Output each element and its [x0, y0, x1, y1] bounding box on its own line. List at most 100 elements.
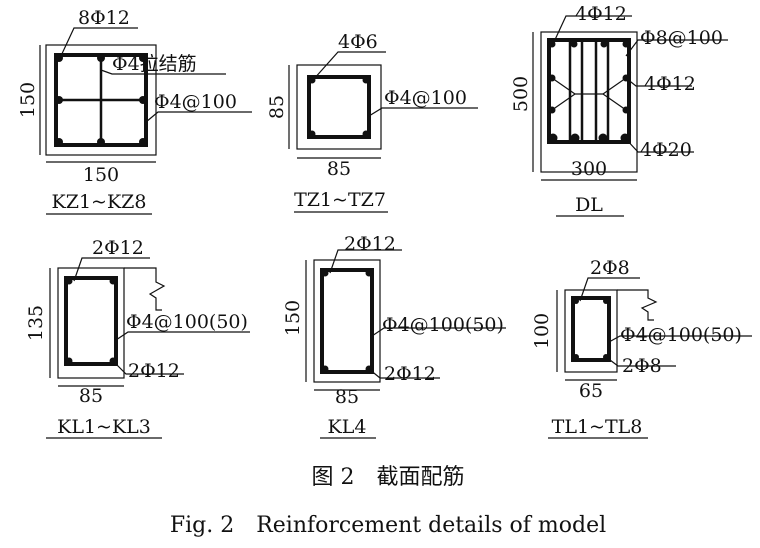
caption-cn: 图 2 截面配筋 — [312, 465, 465, 490]
tl-bottom-leader — [605, 356, 676, 367]
kl4-concrete-outline — [313, 259, 381, 383]
kl4-bar — [321, 269, 329, 277]
dl-concrete-outline — [540, 31, 638, 173]
kl4-title: KL4 — [328, 416, 367, 438]
kl4-stirrup-leader — [371, 327, 506, 337]
tl-height-dim: 100 — [531, 313, 553, 349]
dl-inner-stirrup-left — [568, 38, 584, 144]
tl-stirrup-leader — [608, 335, 752, 343]
tl-stirrup-label: Φ4@100(50) — [620, 324, 742, 346]
kl4-top-label: 2Φ12 — [344, 233, 396, 255]
tz-stirrup-label: Φ4@100 — [384, 87, 467, 109]
dl-bar-top — [570, 40, 578, 48]
kz-concrete-outline — [45, 44, 157, 156]
tl-bar — [603, 298, 609, 304]
kz-bar — [97, 138, 105, 146]
dl-bottom-label: 4Φ20 — [640, 139, 692, 161]
kl13-height-dim: 135 — [25, 305, 47, 341]
section-kl13: 135 85 2Φ12 Φ4@100(50) 2Φ12 KL1~KL3 — [25, 237, 250, 439]
kl13-bar — [65, 357, 73, 365]
tz-height-dim: 85 — [266, 95, 288, 119]
kz-height-dim: 150 — [17, 82, 39, 118]
dl-width-dim: 300 — [571, 158, 607, 180]
tl-title: TL1~TL8 — [552, 416, 643, 438]
dl-bottom-leader — [624, 137, 694, 153]
kz-stirrup-leader — [145, 111, 252, 123]
kz-bar — [55, 138, 63, 146]
tz-stirrup-leader — [368, 107, 478, 117]
dl-top-leader — [552, 15, 632, 45]
section-tz: 85 85 4Φ6 Φ4@100 TZ1~TZ7 — [266, 31, 478, 213]
dl-middle-label: 4Φ12 — [644, 73, 696, 95]
tl-bottom-label: 2Φ8 — [622, 355, 662, 377]
dl-height-dim: 500 — [510, 76, 532, 112]
kz-bar — [97, 54, 105, 62]
kl13-bottom-label: 2Φ12 — [128, 360, 180, 382]
kz-width-dim: 150 — [83, 164, 119, 186]
dl-bar-top — [600, 40, 608, 48]
tl-top-label: 2Φ8 — [590, 257, 630, 279]
dl-top-label: 4Φ12 — [575, 3, 627, 25]
tz-concrete-outline — [296, 64, 382, 150]
kl4-bottom-label: 2Φ12 — [384, 363, 436, 385]
kz-tie-leader — [100, 69, 226, 75]
tl-bar — [573, 354, 579, 360]
dl-bar-bottom — [548, 133, 558, 143]
tl-width-dim: 65 — [579, 380, 603, 402]
kz-bar — [139, 138, 147, 146]
kl13-stirrup-label: Φ4@100(50) — [126, 311, 248, 333]
kz-stirrup-label: Φ4@100 — [154, 91, 237, 113]
kl13-top-label: 2Φ12 — [92, 237, 144, 259]
kz-tie-label: Φ4拉结筋 — [112, 53, 197, 75]
kl4-height-dim: 150 — [282, 300, 304, 336]
kl13-concrete-outline — [57, 267, 125, 379]
section-kz: 150 150 8Φ12 Φ4拉结筋 Φ4@100 KZ1~KZ8 — [17, 7, 252, 215]
kz-top-label: 8Φ12 — [78, 7, 130, 29]
kl13-stirrup-leader — [115, 331, 250, 341]
section-dl: 500 300 4Φ12 Φ8@100 4Φ12 4Φ20 DL — [510, 3, 728, 217]
tz-title: TZ1~TZ7 — [294, 189, 386, 211]
kz-bar — [139, 96, 147, 104]
dl-title: DL — [575, 194, 603, 216]
kl13-bottom-leader — [112, 360, 184, 375]
kz-bar — [55, 96, 63, 104]
kl13-width-dim: 85 — [79, 385, 103, 407]
kl4-top-leader — [329, 249, 402, 274]
tz-bar — [308, 76, 316, 84]
tz-width-dim: 85 — [327, 158, 351, 180]
kl13-top-leader — [73, 257, 150, 282]
kl13-title: KL1~KL3 — [57, 416, 151, 438]
kl13-slab-break — [124, 267, 166, 311]
kl13-bar — [109, 277, 117, 285]
dl-bar-bottom — [570, 133, 580, 143]
tz-bar — [308, 130, 316, 138]
kz-title: KZ1~KZ8 — [52, 191, 147, 213]
kl4-bar — [321, 365, 329, 373]
tz-stirrup — [307, 75, 371, 139]
caption-en: Fig. 2 Reinforcement details of model — [170, 513, 606, 538]
dl-outer-stirrup — [547, 38, 631, 144]
tz-top-label: 4Φ6 — [338, 31, 378, 53]
dl-tie-right — [601, 77, 627, 111]
dl-bar-top — [622, 40, 630, 48]
section-kl4: 150 85 2Φ12 Φ4@100(50) 2Φ12 KL4 — [282, 233, 506, 439]
dl-bar-bottom — [598, 133, 608, 143]
kl4-bar — [365, 269, 373, 277]
tl-slab-break — [617, 289, 658, 321]
section-tl: 100 65 2Φ8 Φ4@100(50) 2Φ8 TL1~TL8 — [531, 257, 752, 439]
kl4-bottom-leader — [368, 368, 440, 379]
kl13-stirrup — [64, 276, 118, 366]
tz-top-leader — [312, 51, 386, 81]
kl4-width-dim: 85 — [335, 386, 359, 408]
dl-stirrup-leader — [625, 39, 728, 57]
tz-bar — [362, 76, 370, 84]
kz-top-leader — [59, 27, 138, 59]
kl13-bar — [65, 277, 73, 285]
kl4-stirrup-label: Φ4@100(50) — [382, 314, 504, 336]
tl-top-leader — [579, 277, 640, 302]
dl-stirrup-label: Φ8@100 — [640, 27, 723, 49]
dl-inner-stirrup-right — [594, 38, 610, 144]
kl4-stirrup — [320, 268, 374, 374]
tl-bar — [573, 298, 579, 304]
